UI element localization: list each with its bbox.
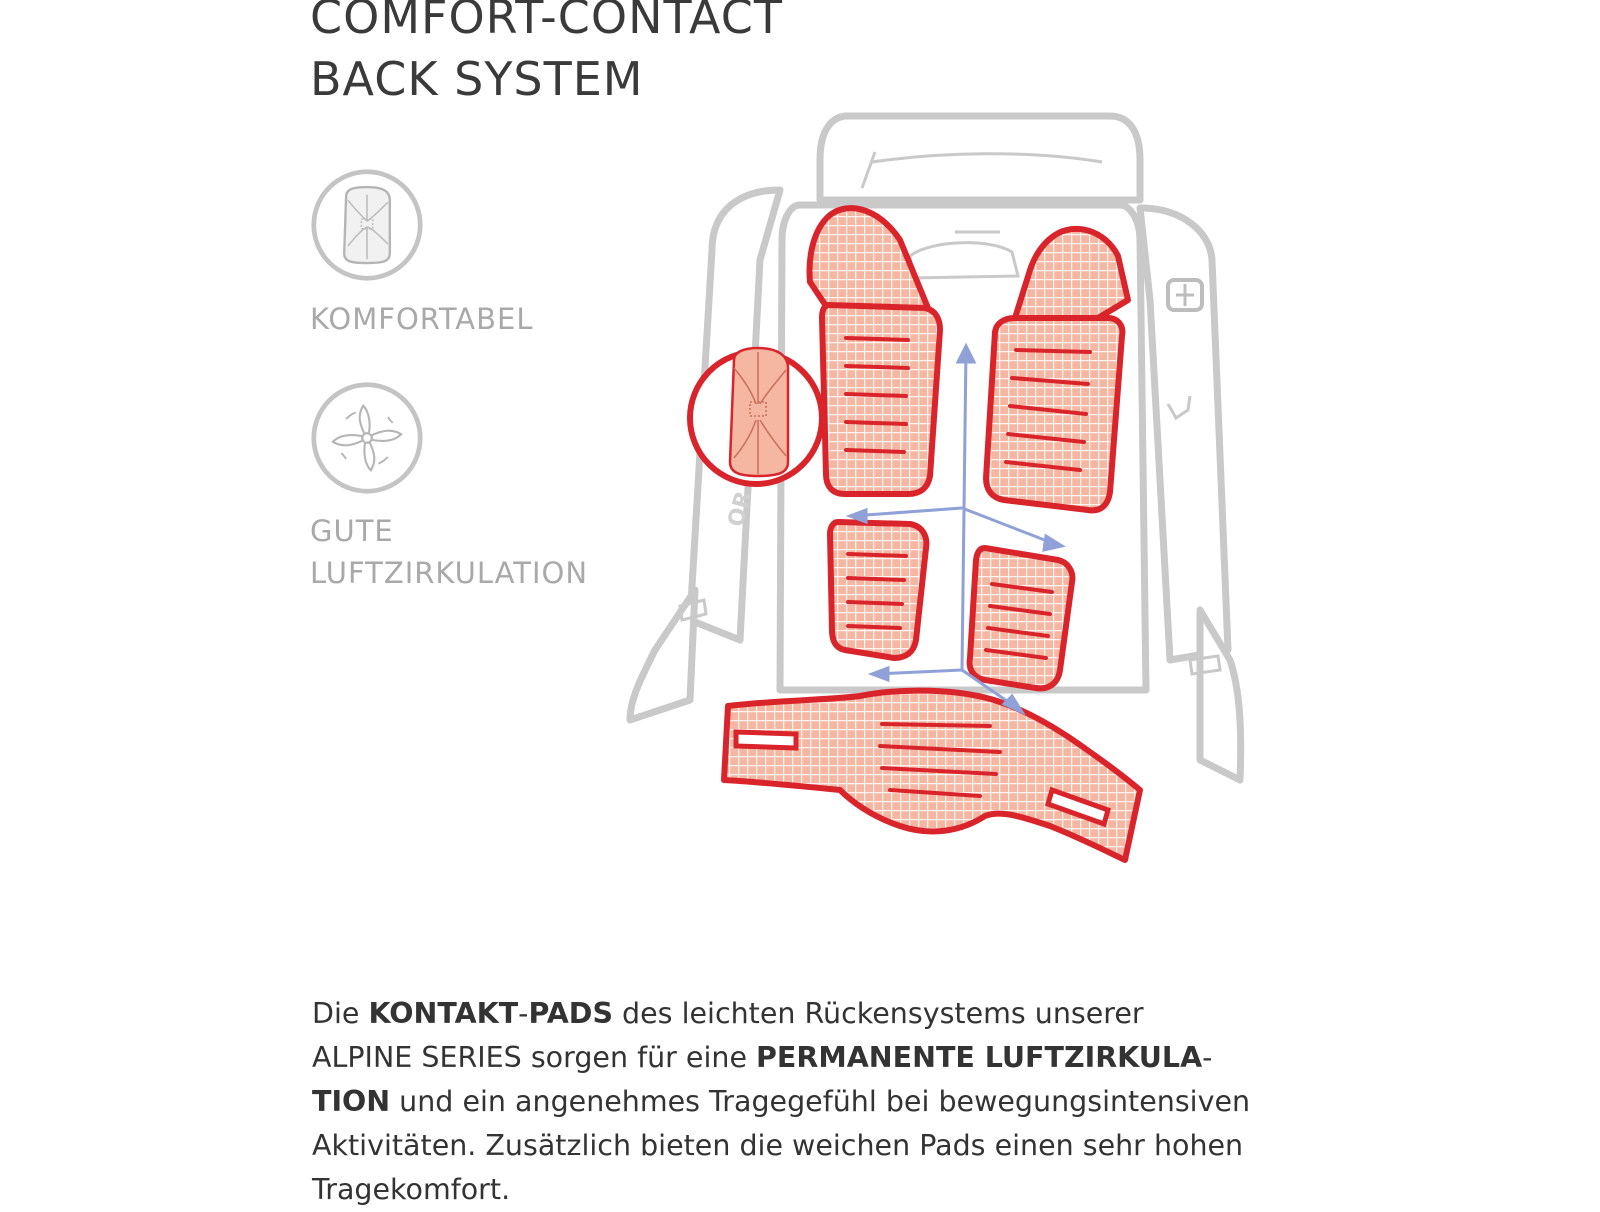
backpack-back-system-diagram: OR bbox=[626, 112, 1245, 863]
description-text: Die KONTAKT-PADS des leichten Rückensyst… bbox=[312, 992, 1312, 1212]
description-run: und ein angenehmes Tragegefühl bei beweg… bbox=[390, 1085, 1251, 1118]
right-shoulder-pad bbox=[1012, 225, 1131, 321]
title-line-1: COMFORT-CONTACT bbox=[310, 0, 783, 44]
feature-label-line: KOMFORTABEL bbox=[310, 302, 534, 336]
airflow-arrows bbox=[845, 342, 1066, 716]
pad-ribs bbox=[844, 336, 1092, 798]
right-upper-pad bbox=[983, 315, 1126, 514]
description-emphasis: KONTAKT bbox=[368, 997, 519, 1030]
feature-label-comfortable: KOMFORTABEL bbox=[310, 298, 534, 340]
feature-label-line: GUTE bbox=[310, 514, 394, 548]
description-run: - bbox=[1202, 1041, 1213, 1074]
hip-belt-webbing bbox=[733, 729, 1112, 828]
page-title: COMFORT-CONTACT BACK SYSTEM bbox=[310, 0, 783, 110]
backpack-details bbox=[678, 151, 1222, 676]
description-emphasis: TION bbox=[312, 1085, 391, 1118]
feature-label-line: LUFTZIRKULATION bbox=[310, 556, 589, 590]
description-run: Die bbox=[312, 997, 369, 1030]
fan-icon bbox=[311, 382, 423, 494]
hip-belt-pad bbox=[721, 687, 1143, 863]
description-run: Tragekomfort. bbox=[312, 1173, 511, 1206]
title-line-2: BACK SYSTEM bbox=[310, 52, 644, 106]
description-run: ALPINE SERIES sorgen für eine bbox=[312, 1041, 757, 1074]
brand-logo-icon bbox=[1166, 278, 1204, 312]
feature-label-air-circulation: GUTE LUFTZIRKULATION bbox=[310, 510, 588, 594]
pad-detail-callout bbox=[687, 346, 825, 487]
comfort-pad-icon bbox=[311, 169, 423, 281]
description-run: - bbox=[518, 997, 529, 1030]
description-run: Aktivitäten. Zusätzlich bieten die weich… bbox=[312, 1129, 1244, 1162]
right-lower-pad bbox=[966, 545, 1076, 692]
left-upper-pad bbox=[819, 302, 943, 497]
description-emphasis: PERMANENTE LUFTZIRKULA bbox=[756, 1041, 1203, 1074]
description-emphasis: PADS bbox=[528, 997, 613, 1030]
description-run: des leichten Rückensystems unserer bbox=[612, 997, 1144, 1030]
left-lower-pad bbox=[827, 519, 930, 661]
